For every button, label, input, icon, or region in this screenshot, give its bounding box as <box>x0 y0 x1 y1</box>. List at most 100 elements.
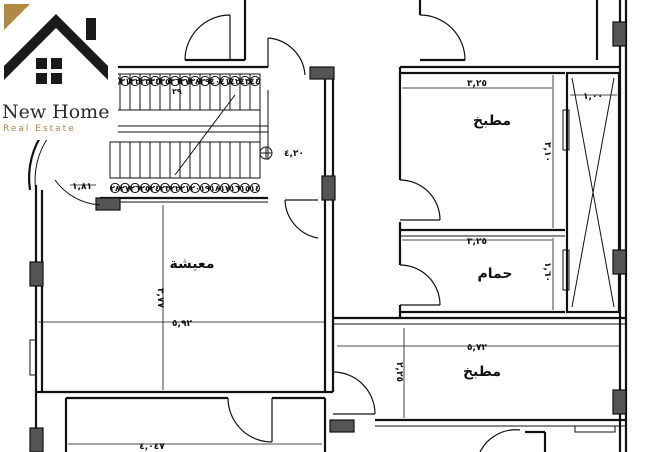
dim-living-depth: ٣,٧٧ <box>155 288 165 308</box>
door-swing <box>267 37 306 76</box>
column <box>612 249 627 275</box>
door-swing <box>419 14 466 61</box>
stair-top-step-number: ٤٠ <box>210 77 220 86</box>
dim-kitchen-bottom-width: ٥,٧٢ <box>467 343 487 353</box>
room-label-bathroom: حمام <box>478 266 513 282</box>
stair-top-step-number: ٤٢ <box>230 77 240 86</box>
stair-top-step-marker <box>179 75 191 87</box>
stair-bottom-step-number: ١٦ <box>230 184 240 193</box>
stair-bottom-step-marker <box>129 182 141 194</box>
stair-bottom-step-marker <box>219 182 231 194</box>
door-swing <box>399 264 441 306</box>
stair-bottom-step-marker <box>229 182 241 194</box>
dim-stair-landing: ١,٨١ <box>72 182 92 192</box>
column <box>95 197 121 211</box>
stair-top-step-marker <box>139 75 151 87</box>
stair-top-numbers: ٣٠٣١٣٢٣٣٣٤٣٥٣٦٣٧٣٨٣٩٤٠٤١٤٢٤٣٤٤ <box>109 75 261 87</box>
stair-bottom-step-marker <box>119 182 131 194</box>
dimension-lines <box>38 75 620 445</box>
stair-top-step-number: ٣٦ <box>170 77 180 86</box>
stair-bottom-step-number: ٢١ <box>180 184 190 193</box>
stair-bottom-step-marker <box>149 182 161 194</box>
stair-bottom-step-marker <box>139 182 151 194</box>
stair-top-step-number: ٤٣ <box>240 77 250 86</box>
stair-top-step-marker <box>149 75 161 87</box>
stair-bottom-step-number: ١٥ <box>240 184 250 193</box>
stair-bottom-step-number: ٢٤ <box>150 184 160 193</box>
stair-top-step-number: ٣١ <box>120 77 130 86</box>
stair-bottom-step-marker <box>169 182 181 194</box>
room-label-living: معيشة <box>169 256 214 272</box>
staircase <box>109 73 273 179</box>
stair-top-step-marker <box>129 75 141 87</box>
stair-up-label: ٢٩ <box>172 87 182 96</box>
house-icon <box>4 4 108 84</box>
stair-bottom-step-number: ٢٢ <box>170 184 180 193</box>
dim-bottom-left-width: ٤,٠٤٧ <box>139 442 165 452</box>
stair-bottom-step-number: ١٧ <box>220 184 230 193</box>
column <box>612 389 627 415</box>
dim-shaft-width: ١,٠٠ <box>583 92 603 102</box>
logo: New Home Real Estate <box>0 0 118 140</box>
stair-top-step-marker <box>119 75 131 87</box>
column <box>29 427 44 452</box>
windows <box>29 109 616 433</box>
stair-top-step-number: ٣٤ <box>150 77 160 86</box>
room-label-kitchen-top: مطبخ <box>473 113 511 129</box>
walls <box>34 0 628 452</box>
stair-bottom-step-marker <box>179 182 191 194</box>
stair-bottom-step-number: ٢٦ <box>130 184 140 193</box>
stair-top-step-number: ٣٥ <box>160 77 170 86</box>
stair-bottom-step-number: ١٩ <box>200 184 210 193</box>
stair-bottom-step-number: ١٨ <box>210 184 220 193</box>
dim-kitchen-bottom-depth: ٢,٢٥ <box>394 362 404 382</box>
door-swing <box>399 179 441 221</box>
stair-bottom-step-marker <box>239 182 251 194</box>
logo-tagline: Real Estate <box>3 124 76 134</box>
dim-living-width: ٥,٩٢ <box>172 319 192 329</box>
stair-top-step-marker <box>229 75 241 87</box>
stair-top-step-marker <box>159 75 171 87</box>
door-swing <box>284 199 319 239</box>
stair-bottom-step-number: ٢٧ <box>120 184 130 193</box>
stair-top-step-number: ٣٣ <box>140 77 150 86</box>
stair-bottom-step-number: ٢٨ <box>110 184 120 193</box>
room-label-kitchen-bottom: مطبخ <box>463 364 501 380</box>
stair-top-step-marker <box>219 75 231 87</box>
column <box>329 419 355 433</box>
door-swing <box>479 429 521 452</box>
column <box>321 175 336 201</box>
dim-bathroom-width: ٣,٢٥ <box>467 237 487 247</box>
stair-top-step-number: ٣٨ <box>190 77 200 86</box>
stair-top-step-number: ٤٤ <box>250 77 260 86</box>
column <box>29 261 44 287</box>
stair-bottom-step-marker <box>249 182 261 194</box>
stair-top-step-marker <box>169 75 181 87</box>
stair-bottom-step-marker <box>209 182 221 194</box>
dim-level-mark: ٤,٢٠ <box>284 149 304 159</box>
door-swing <box>184 14 231 61</box>
door-swing <box>332 371 376 415</box>
column <box>612 21 627 47</box>
stair-top-step-number: ٣٩ <box>200 77 210 86</box>
stair-top-step-number: ٣٢ <box>130 77 140 86</box>
dim-kitchen-top-width: ٣,٢٥ <box>467 79 487 89</box>
stair-top-step-marker <box>209 75 221 87</box>
logo-brand: New Home <box>2 101 109 123</box>
stair-top-step-marker <box>189 75 201 87</box>
stair-top-step-marker <box>199 75 211 87</box>
stair-bottom-step-marker <box>159 182 171 194</box>
columns <box>29 21 627 452</box>
door-swing <box>227 397 273 443</box>
stair-bottom-step-number: ٢٠ <box>190 184 200 193</box>
stair-bottom-step-number: ١٤ <box>250 184 260 193</box>
stair-top-step-number: ٣٧ <box>180 77 190 86</box>
stair-top-step-marker <box>249 75 261 87</box>
column <box>309 66 335 80</box>
stair-bottom-step-marker <box>189 182 201 194</box>
stair-bottom-step-marker <box>109 182 121 194</box>
stair-bottom-step-number: ٢٣ <box>160 184 170 193</box>
stair-top-step-number: ٤١ <box>220 77 230 86</box>
